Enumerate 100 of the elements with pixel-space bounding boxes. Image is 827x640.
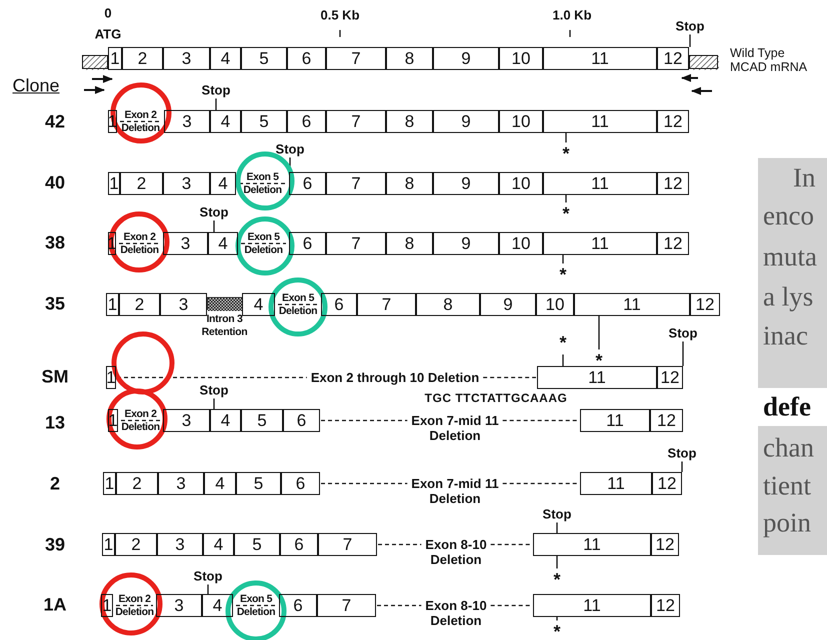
page-text: defe [763,392,811,422]
exon-box: 7 [326,110,386,133]
exon-box: 4 [208,232,238,255]
exon-box: 7 [326,47,386,70]
leader-line [562,255,564,264]
deletion-label: Exon 2 through 10 Deletion [282,370,508,384]
leader-line [207,584,209,594]
leader-line [565,195,567,202]
leader-line [213,398,215,409]
deletion-label: Exon 7-mid 11 Deletion [400,476,510,506]
exon-box: 7 [318,533,377,556]
exon-box: 3 [163,172,210,195]
exon-box: 5 [241,409,283,432]
untranslated-region-box [689,55,718,69]
exon-box: 12 [657,172,689,195]
exon-box: 4 [210,47,241,70]
clone-number: 40 [44,172,66,194]
deletion-label: Exon 8-10 Deletion [420,536,492,566]
exon-box: 4 [210,172,236,195]
exon-box: 5 [236,472,281,495]
exon-box: 6 [283,409,320,432]
exon-box: 12 [652,472,682,495]
leader-line [556,617,558,620]
exon-box: 6 [289,232,326,255]
exon-box: 5 [234,533,280,556]
exon-box: 6 [287,47,326,70]
exon-box: 6 [279,594,317,617]
exon-box: 6 [280,533,318,556]
exon-box: 6 [287,110,326,133]
exon-box: 3 [164,110,210,133]
exon-box: 9 [480,293,536,316]
leader-line [682,342,684,366]
exon-box: 4 [202,594,233,617]
clone-number: 13 [44,412,66,434]
exon-box: 3 [156,594,202,617]
exon-box: 4 [242,293,275,316]
page-text: chan [763,432,814,464]
mutation-asterisk: * [562,204,570,224]
dashed-connector [490,604,532,606]
exon-box: 2 [116,472,158,495]
leader-line [565,133,567,142]
exon-deletion-label: Exon 2 Deletion [116,228,163,259]
exon-box: 7 [326,172,386,195]
scale-label: 0 [104,6,112,20]
exon-box: 11 [580,472,652,495]
exon-box: 8 [386,172,433,195]
stop-label: Stop [676,18,704,34]
column-heading: Clone [12,76,60,96]
exon-deletion-label: Exon 2 Deletion [117,106,164,137]
intron-label: Intron 3 Retention [200,313,248,339]
deletion-label: Exon 8-10 Deletion [420,598,492,628]
clone-number: 2 [50,474,60,494]
exon-box: 1 [102,533,115,556]
start-codon-label: ATG [94,26,122,42]
exon-box: 3 [158,472,204,495]
leader-line [289,158,291,168]
exon-deletion-label: Exon 2 Deletion [118,405,163,436]
stop-label: Stop [276,142,304,156]
exon-box: 10 [499,232,543,255]
dashed-connector [483,376,536,378]
mutation-asterisk: * [560,264,566,286]
exon-box: 3 [163,409,210,432]
exon-box: 1 [106,366,116,389]
exon-box: 12 [650,409,683,432]
page-text: a lys [763,282,814,312]
exon-box: 12 [690,293,720,316]
exon-deletion-label: Exon 2 Deletion [113,590,156,621]
exon-box: 11 [543,172,657,195]
dashed-connector [490,544,532,546]
exon-box: 11 [580,409,650,432]
exon-box: 1 [108,47,122,70]
exon-box: 1 [108,172,120,195]
mutation-asterisk: * [562,144,570,164]
exon-box: 9 [433,110,499,133]
exon-box: 8 [416,293,480,316]
exon-deletion-label: Exon 5 Deletion [233,590,279,621]
page-text: inac [763,320,808,352]
stop-label: Stop [542,506,572,522]
dashed-connector [378,544,422,546]
sequence-text: TGC TTCTATTGCAAAG [424,391,568,405]
exon-box: 3 [163,232,208,255]
exon-box: 7 [357,293,416,316]
exon-box: 8 [386,47,433,70]
leader-line [215,98,217,110]
exon-box: 5 [241,110,287,133]
exon-box: 11 [543,110,657,133]
leader-line [689,34,691,47]
exon-box: 12 [651,594,680,617]
dashed-connector [502,482,579,484]
exon-box: 11 [543,47,657,70]
exon-box: 3 [163,47,210,70]
exon-box: 12 [651,533,679,556]
exon-box: 12 [657,47,689,70]
exon-box: 9 [433,232,499,255]
leader-line [681,462,683,472]
exon-deletion-label: Exon 5 Deletion [236,168,289,199]
page-text: muta [763,242,817,272]
stop-label: Stop [668,326,698,340]
clone-number: 39 [44,534,66,556]
dashed-connector [321,420,408,422]
